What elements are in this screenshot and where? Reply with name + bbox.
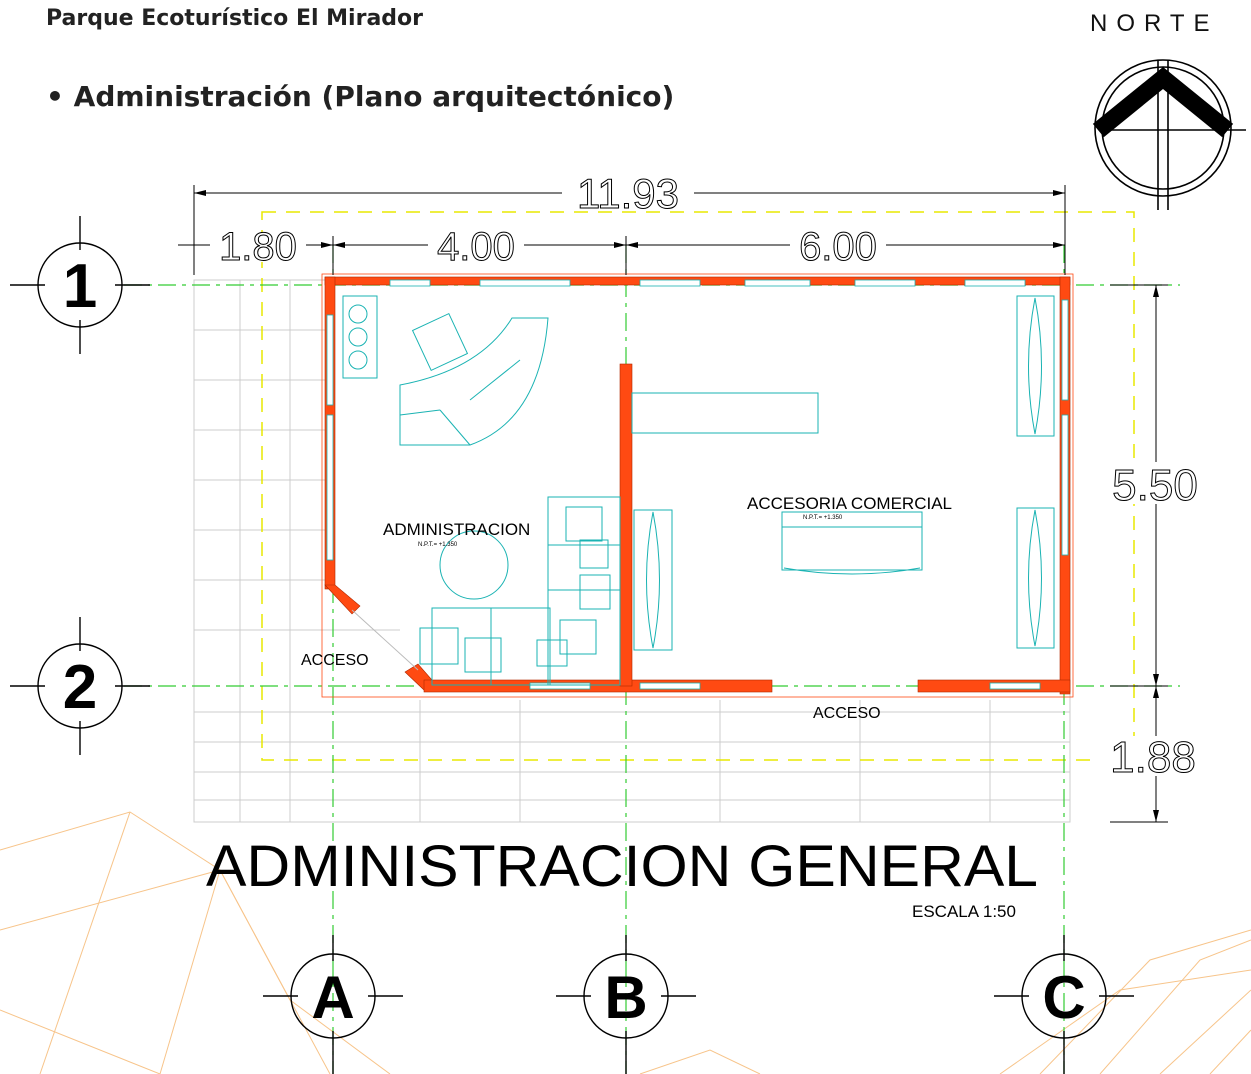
room-level-administracion: N.P.T.= +1.350	[418, 542, 458, 548]
room-level-accesoria: N.P.T.= +1.350	[803, 515, 843, 521]
room-label-administracion: ADMINISTRACION	[383, 520, 530, 539]
acceso-left-label: ACCESO	[301, 652, 369, 669]
axis-bubble-row-2	[10, 617, 150, 755]
axis-label-2: 2	[63, 653, 97, 722]
axis-bubble-col-a	[263, 935, 403, 1074]
yellow-guide-lines	[261, 211, 1135, 761]
dim-segment-1: 1.80	[219, 225, 297, 269]
axis-label-1: 1	[63, 252, 97, 321]
dim-segment-2: 4.00	[437, 225, 515, 269]
acceso-bottom-label: ACCESO	[813, 705, 881, 722]
drawing-title: ADMINISTRACION GENERAL	[206, 834, 1038, 899]
dim-segment-3: 6.00	[799, 225, 877, 269]
axis-bubble-row-1	[10, 216, 150, 354]
axis-bubble-col-b	[556, 935, 696, 1074]
windows	[326, 279, 1069, 690]
sheet-title: • Administración (Plano arquitectónico)	[46, 80, 675, 113]
dim-porch-depth: 1.88	[1110, 733, 1196, 782]
axis-label-c: C	[1042, 964, 1085, 1031]
dim-overall-width: 11.93	[577, 170, 679, 217]
axis-label-a: A	[311, 964, 354, 1031]
axis-bubble-col-c	[994, 935, 1134, 1074]
north-label: NORTE	[1090, 10, 1219, 37]
site-title: Parque Ecoturístico El Mirador	[46, 6, 424, 31]
background-decoration	[0, 811, 1251, 1074]
axis-label-b: B	[604, 964, 647, 1031]
paving-grid	[193, 279, 1071, 823]
walls	[324, 276, 1071, 695]
drawing-scale: ESCALA 1:50	[912, 902, 1016, 921]
dim-depth: 5.50	[1112, 461, 1198, 510]
room-label-accesoria: ACCESORIA COMERCIAL	[747, 494, 952, 513]
axis-lines	[124, 245, 1180, 1074]
furniture	[342, 295, 1055, 686]
north-arrow-icon	[1092, 59, 1246, 210]
